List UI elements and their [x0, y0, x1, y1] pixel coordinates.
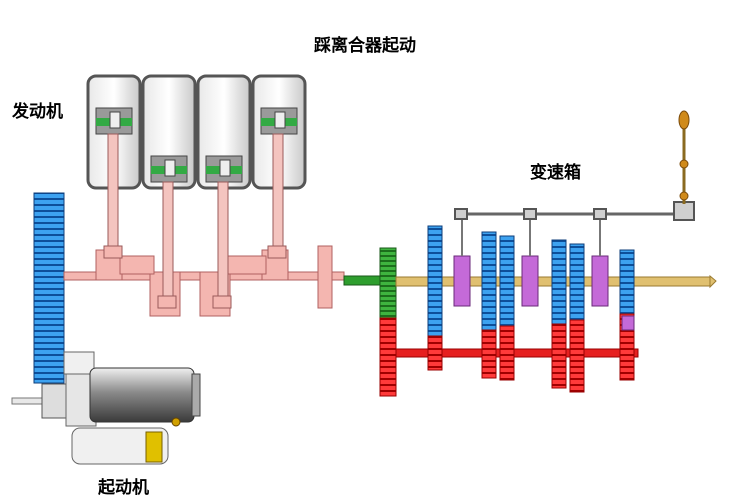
clutch-shaft [343, 247, 397, 319]
engine-label: 发动机 [12, 102, 63, 122]
cylinder-3 [196, 74, 252, 303]
gear-lever [678, 110, 690, 204]
starter-motor [11, 351, 201, 465]
cylinder-2 [141, 74, 197, 303]
gearbox-label: 变速箱 [530, 163, 581, 183]
shift-mechanism [454, 201, 695, 256]
cylinder-block [86, 74, 307, 303]
synchronizer-hubs [453, 255, 635, 331]
starter-label: 起动机 [98, 478, 149, 498]
main-shaft-gears [427, 225, 635, 337]
cylinder-4 [251, 74, 307, 253]
crank-bearings [103, 245, 287, 309]
cylinder-1 [86, 74, 142, 253]
diagram-title: 踩离合器起动 [314, 36, 416, 56]
flywheel [33, 192, 65, 384]
